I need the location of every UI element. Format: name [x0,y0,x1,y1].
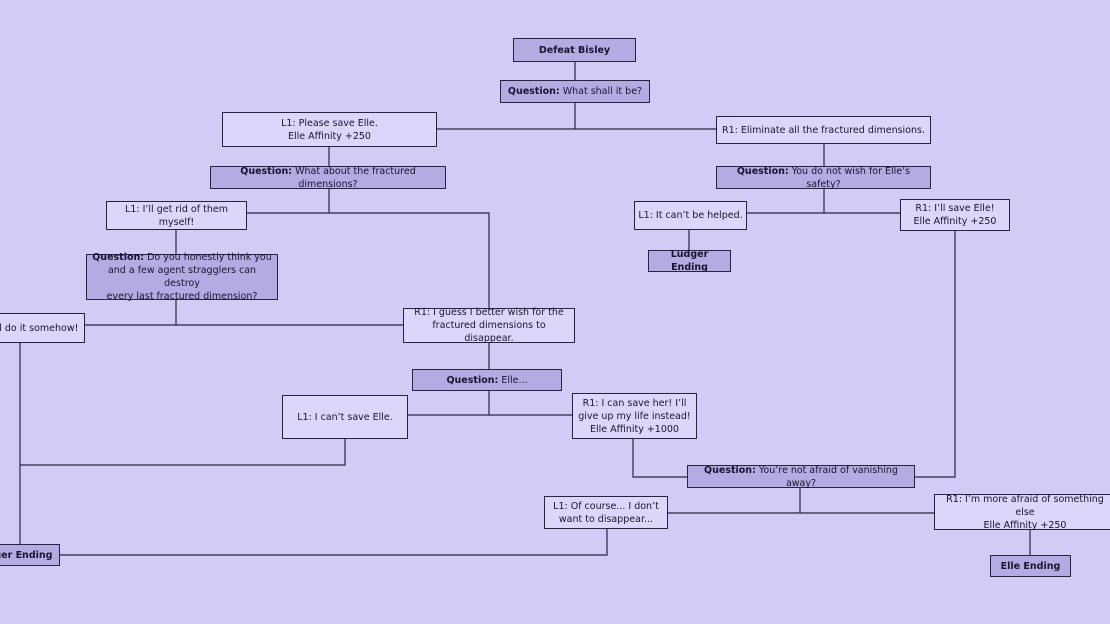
node-l1-somehow: ll do it somehow! [0,313,85,343]
node-label: L1: I’ll get rid of them myself! [125,203,228,228]
node-q-honestly: Question: Do you honestly think you and … [86,252,278,302]
connector-line [915,231,956,478]
node-ludger-ending-top: Ludger Ending [648,249,731,273]
connector-line [247,189,330,214]
connector-line [408,391,490,416]
node-defeat-bisley: Defeat Bisley [513,38,636,62]
node-label: R1: I can save her! I’ll give up my life… [578,397,691,435]
node-label: R1: Eliminate all the fractured dimensio… [721,124,926,136]
node-label: R1: I’ll save Elle! Elle Affinity +250 [913,203,997,227]
node-q-what-shall: Question: What shall it be? [500,80,650,103]
connector-line [632,439,687,478]
node-l1-cant-save: L1: I can’t save Elle. [282,395,408,439]
connector-line [85,300,177,326]
node-label: You’re not afraid of vanishing away? [755,464,898,489]
node-label-prefix: Question: [240,165,293,177]
node-l1-of-course: L1: Of course... I don’t want to disappe… [544,496,668,529]
node-l1-rid: L1: I’ll get rid of them myself! [106,201,247,230]
node-r1-ill-save: R1: I’ll save Elle! Elle Affinity +250 [900,199,1010,231]
node-r1-more-afraid: R1: I’m more afraid of something else El… [934,493,1110,531]
node-elle-ending: Elle Ending [990,555,1071,577]
node-l1-cant-help: L1: It can’t be helped. [634,201,747,230]
node-label: L1: Please save Elle. Elle Affinity +250 [281,117,378,142]
node-label-prefix: Question: [507,86,560,97]
node-l1-save-elle: L1: Please save Elle. Elle Affinity +250 [222,112,437,147]
node-label: Do you honestly think you and a few agen… [106,252,272,302]
node-q-elle: Question: Elle... [412,369,562,391]
connector-line [747,189,825,214]
node-label-prefix: Question: [446,374,499,386]
connector-line [60,529,608,556]
node-label: L1: I can’t save Elle. [297,411,393,423]
node-label: You do not wish for Elle’s safety? [788,165,911,190]
node-label: Defeat Bisley [538,44,611,56]
node-label: Elle... [498,374,528,386]
connector-line [329,212,490,308]
node-r1-guess: R1: I guess I better wish for the fractu… [403,307,575,344]
node-label: dger Ending [0,549,53,561]
node-label: L1: It can’t be helped. [638,210,743,221]
node-q-fractured: Question: What about the fractured dimen… [210,165,446,190]
node-label: What shall it be? [559,86,643,97]
connector-line [437,103,576,130]
node-r1-can-save: R1: I can save her! I’ll give up my life… [572,393,697,439]
node-ludger-ending-bottom: dger Ending [0,544,60,566]
node-label-prefix: Question: [92,252,145,263]
node-label-prefix: Question: [704,464,756,476]
node-q-vanishing: Question: You’re not afraid of vanishing… [687,464,915,489]
node-label-prefix: Question: [736,165,789,177]
node-label: R1: I’m more afraid of something else El… [946,493,1104,531]
node-label: L1: Of course... I don’t want to disappe… [553,500,659,525]
node-label: ll do it somehow! [0,322,79,334]
node-label: Elle Ending [1000,560,1061,572]
node-label: What about the fractured dimensions? [292,165,416,190]
node-label: R1: I guess I better wish for the fractu… [414,307,564,344]
connector-line [668,488,801,514]
node-label: Ludger Ending [670,249,709,273]
connector-line [20,439,346,466]
node-r1-eliminate: R1: Eliminate all the fractured dimensio… [716,116,931,144]
node-q-no-wish: Question: You do not wish for Elle’s saf… [716,165,931,190]
